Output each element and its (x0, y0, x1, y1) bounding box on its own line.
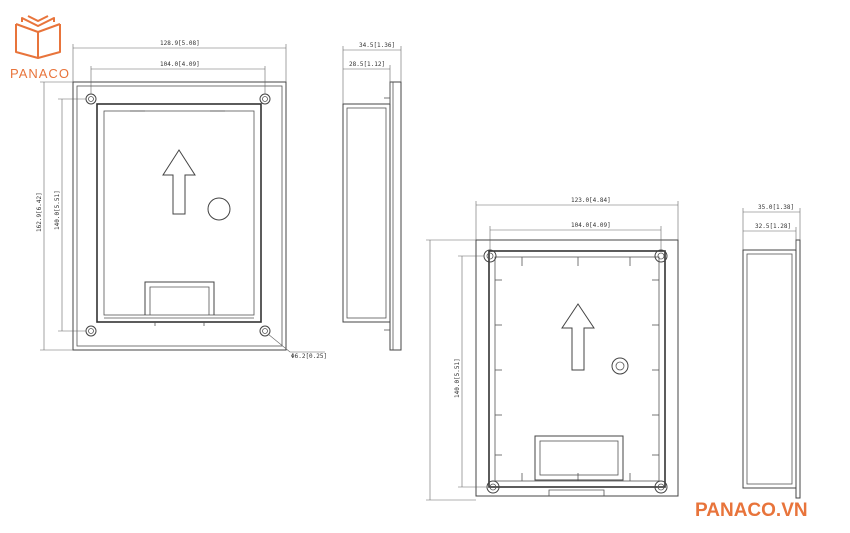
book-icon (15, 15, 61, 59)
front-view: 128.9[5.08] 104.0[4.09] 162.9[6.42] 140.… (36, 40, 327, 360)
side-view: 34.5[1.36] 28.5[1.12] (342, 42, 402, 351)
front-outer-frame-inner (76, 85, 283, 347)
back-outer-frame (475, 239, 679, 497)
back-width-outer-label: 123.0[4.84] (571, 197, 611, 204)
side-depth-outer-label: 34.5[1.36] (359, 42, 395, 49)
mount-hole-bottom-right (259, 325, 271, 337)
front-outer-frame (72, 81, 287, 351)
back-cable-hole (611, 357, 629, 375)
back-hole-bottom-right (654, 480, 668, 494)
front-inner-box (96, 103, 262, 323)
up-arrow-icon (561, 303, 595, 371)
side2-body (742, 249, 797, 489)
back-height-inner-label: 140.0[5.51] (454, 358, 461, 398)
side2-depth-inner-label: 32.5[1.28] (755, 223, 791, 230)
side-depth-inner-label: 28.5[1.12] (349, 61, 385, 68)
front-width-outer-label: 128.9[5.08] (160, 40, 200, 47)
mount-hole-top-left (85, 93, 97, 105)
footer-brand-text: PANACO.VN (695, 500, 808, 521)
side-view-2: 35.0[1.38] 32.5[1.28] (742, 204, 801, 499)
mount-hole-bottom-left (85, 325, 97, 337)
cable-hole (207, 197, 231, 221)
side2-depth-outer-label: 35.0[1.38] (758, 204, 794, 211)
front-height-outer-label: 162.9[6.42] (36, 192, 43, 232)
front-height-inner-label: 140.0[5.51] (54, 190, 61, 230)
up-arrow-icon (162, 149, 196, 215)
side2-flange (795, 239, 801, 499)
back-view: 123.0[4.84] 104.0[4.09] 140.0[5.51] (426, 197, 679, 501)
back-tab (534, 435, 624, 481)
back-inner-box (488, 250, 666, 488)
back-width-inner-label: 104.0[4.09] (571, 222, 611, 229)
front-hole-label: Φ6.2[0.25] (291, 353, 327, 360)
side-body (342, 103, 391, 323)
logo-text: PANACO (10, 66, 70, 81)
front-inner-wall (103, 110, 255, 316)
front-width-inner-label: 104.0[4.09] (160, 61, 200, 68)
mount-hole-top-right (259, 93, 271, 105)
brand-logo: PANACO (10, 15, 70, 81)
side-flange (389, 81, 402, 351)
